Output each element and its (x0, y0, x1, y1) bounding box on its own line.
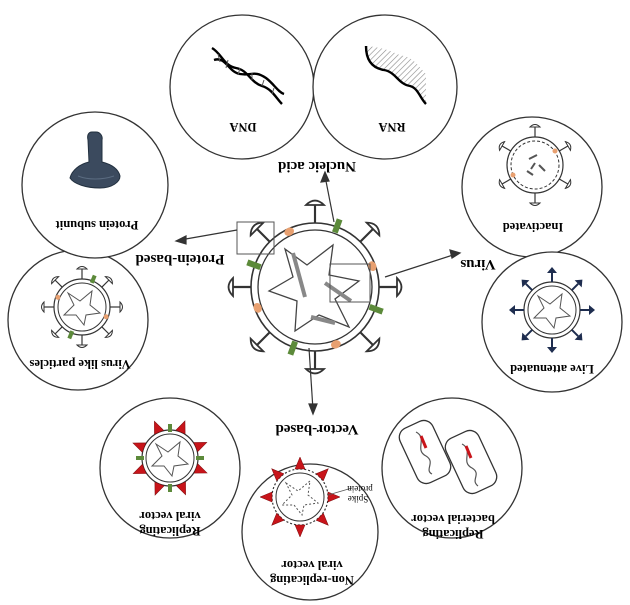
protein-subunit-icon (69, 131, 121, 189)
rna-label: RNA (378, 120, 405, 134)
live-attenuated-panel: Live attenuated (481, 251, 623, 393)
replicating-bacterial-label-1: Replicating (422, 527, 484, 541)
vector-based-label: Vector-based (275, 421, 359, 437)
replicating-bacterial-panel: bacterial vector Replicating (381, 397, 523, 541)
protein-subunit-label: Protein subunit (55, 218, 139, 232)
highlight-box-virus (329, 263, 371, 303)
vlp-label: Virus like particles (29, 357, 130, 371)
rna-panel: RNA (312, 14, 458, 160)
replicating-viral-label-2: viral vector (139, 509, 201, 523)
vlp-icon (40, 265, 124, 349)
protein-based-label: Protein-based (135, 251, 225, 267)
bacteria-icon (398, 419, 498, 495)
inactivated-virus-icon (496, 123, 574, 207)
replicating-viral-label-1: Replicating (139, 524, 201, 538)
live-attenuated-label: Live attenuated (510, 362, 594, 376)
nucleic-acid-label: Nucleic acid (277, 158, 356, 174)
vlp-panel: Virus like particles (7, 249, 149, 391)
dna-label: DNA (229, 120, 256, 134)
dna-helix-icon (211, 46, 285, 105)
nonreplicating-label-2: viral vector (281, 558, 343, 572)
inactivated-panel: Inactivated (461, 116, 603, 258)
protein-subunit-panel: Protein subunit (21, 111, 169, 259)
arrows (174, 170, 462, 416)
inactivated-label: Inactivated (503, 220, 563, 234)
dna-panel: DNA (169, 14, 315, 160)
nonreplicating-label-1: Non-replicating (269, 573, 354, 587)
live-attenuated-virus-icon (508, 266, 596, 354)
spike-label-1: Spike (348, 494, 369, 504)
spike-label-2: protein (347, 484, 373, 494)
virus-label: Virus (460, 256, 495, 272)
nonreplicating-panel: Spike protein viral vector Non-replicati… (241, 456, 379, 601)
replicating-bacterial-label-2: bacterial vector (411, 512, 495, 526)
highlight-box-protein (236, 221, 275, 255)
central-virus (227, 199, 403, 375)
replicating-viral-virus-icon (130, 418, 210, 498)
nonreplicating-virus-icon (259, 456, 341, 538)
replicating-viral-panel: viral vector Replicating (99, 397, 241, 539)
rna-strand-icon (364, 45, 427, 105)
